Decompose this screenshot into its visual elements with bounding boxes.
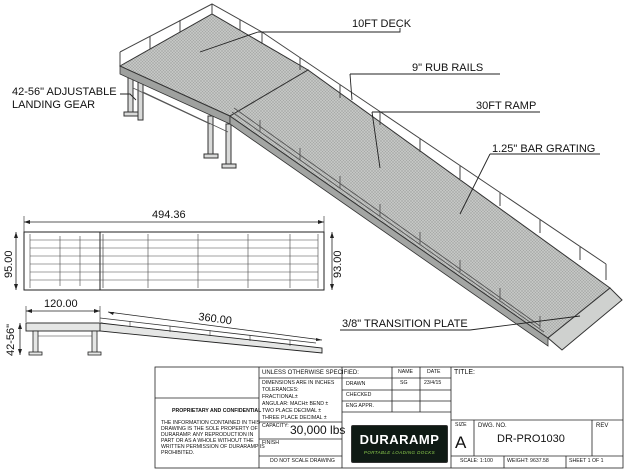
callout-landing-gear-line2: LANDING GEAR <box>12 99 95 111</box>
callout-bar-grating: 1.25" BAR GRATING <box>492 143 595 155</box>
dim-height-range: 42-56" <box>5 324 17 356</box>
callout-rub-rails: 9" RUB RAILS <box>412 62 483 74</box>
top-view: 494.36 95.00 93.00 <box>3 209 344 291</box>
callout-deck: 10FT DECK <box>352 18 412 30</box>
dim-deck-length: 120.00 <box>44 298 78 310</box>
ramp-rail-far <box>261 31 607 280</box>
deck-rails <box>119 3 263 66</box>
title-block-grid <box>154 366 624 469</box>
transition-plate <box>547 287 623 351</box>
dim-ramp-length: 360.00 <box>198 311 233 327</box>
landing-gear <box>123 77 237 169</box>
ramp-surface <box>229 69 611 339</box>
dim-overall-length: 494.36 <box>152 209 186 221</box>
dim-width-right: 93.00 <box>332 250 344 278</box>
leader-lines <box>120 28 600 331</box>
ramp-rail-near <box>231 107 545 333</box>
isometric-view <box>118 3 623 351</box>
callout-transition-plate: 3/8" TRANSITION PLATE <box>342 318 468 330</box>
callout-landing-gear-line1: 42-56" ADJUSTABLE <box>12 86 117 98</box>
side-view: 120.00 360.00 42-56" <box>5 298 323 356</box>
callout-ramp: 30FT RAMP <box>476 100 536 112</box>
dim-width-left: 95.00 <box>3 250 15 278</box>
